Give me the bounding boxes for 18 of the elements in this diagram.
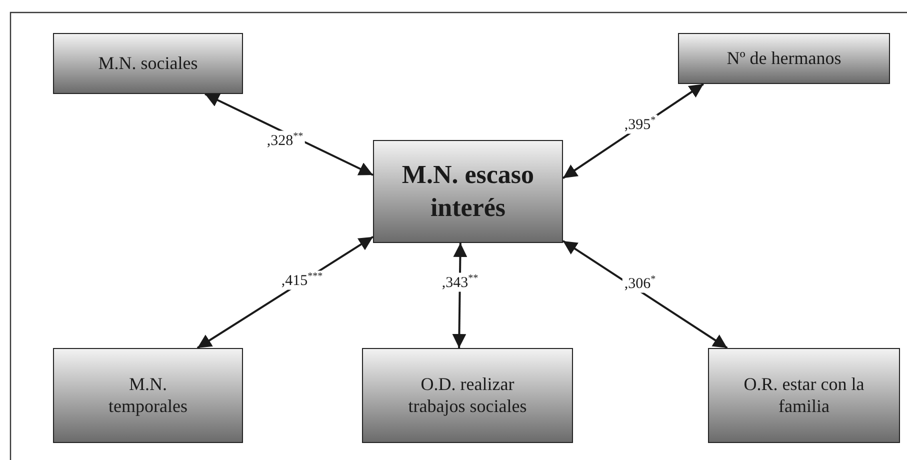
- edge-label: ,306$^{*}$: [622, 274, 658, 292]
- correlation-arrow: [562, 240, 728, 349]
- variable-box: [362, 348, 573, 443]
- variable-box: [373, 140, 563, 243]
- variable-box: [53, 348, 243, 443]
- node-label: M.N. escaso interés: [400, 159, 536, 224]
- node-label: Nº de hermanos: [726, 48, 842, 70]
- edge-label: ,395$^{*}$: [622, 114, 658, 134]
- variable-box: [53, 33, 243, 94]
- edge-label: ,328$^{**}$: [264, 130, 306, 150]
- variable-box: [678, 33, 890, 84]
- node-label: O.R. estar con la familia: [742, 374, 866, 418]
- node-label: M.N. sociales: [98, 52, 198, 74]
- edge-label: ,343$^{**}$: [440, 272, 480, 292]
- node-label: M.N. temporales: [108, 374, 188, 418]
- variable-box: [708, 348, 900, 443]
- edge-label: ,415$^{***}$: [279, 270, 325, 290]
- node-label: O.D. realizar trabajos sociales: [407, 374, 528, 418]
